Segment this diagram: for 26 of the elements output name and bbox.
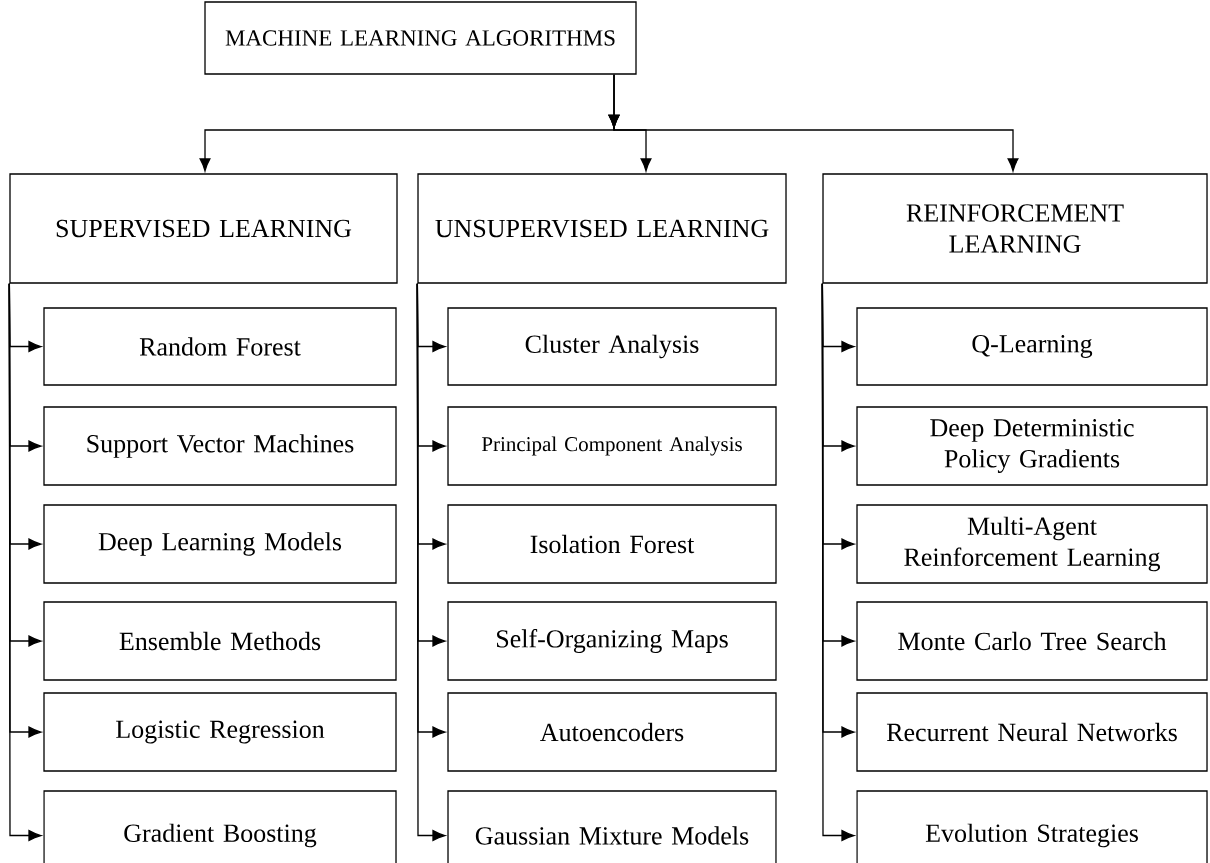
algorithm-box: Principal Component Analysis: [447, 406, 777, 486]
arrow: [8, 283, 42, 841]
algorithm-box: Autoencoders: [447, 692, 777, 772]
title-box: MACHINE LEARNING ALGORITHMS: [204, 1, 637, 75]
arrow: [416, 283, 446, 841]
algorithm-box: Recurrent Neural Networks: [856, 692, 1208, 772]
category-box: SUPERVISED LEARNING: [9, 173, 398, 284]
algorithm-box: Multi-Agent Reinforcement Learning: [856, 504, 1208, 584]
arrow: [821, 283, 855, 841]
algorithm-box: Gaussian Mixture Models: [447, 790, 777, 863]
algorithm-box: Deep Learning Models: [43, 504, 397, 584]
algorithm-box: Isolation Forest: [447, 504, 777, 584]
category-box: UNSUPERVISED LEARNING: [417, 173, 787, 284]
algorithm-box: Evolution Strategies: [856, 790, 1208, 863]
algorithm-box: Cluster Analysis: [447, 307, 777, 386]
algorithm-box: Deep Deterministic Policy Gradients: [856, 406, 1208, 486]
algorithm-box: Gradient Boosting: [43, 790, 397, 863]
algorithm-box: Self-Organizing Maps: [447, 601, 777, 681]
algorithm-box: Monte Carlo Tree Search: [856, 601, 1208, 681]
algorithm-box: Support Vector Machines: [43, 406, 397, 486]
algorithm-box: Logistic Regression: [43, 692, 397, 772]
algorithm-box: Q-Learning: [856, 307, 1208, 386]
arrow: [608, 74, 1019, 172]
algorithm-box: Ensemble Methods: [43, 601, 397, 681]
algorithm-box: Random Forest: [43, 307, 397, 386]
category-box: REINFORCEMENT LEARNING: [822, 173, 1208, 284]
